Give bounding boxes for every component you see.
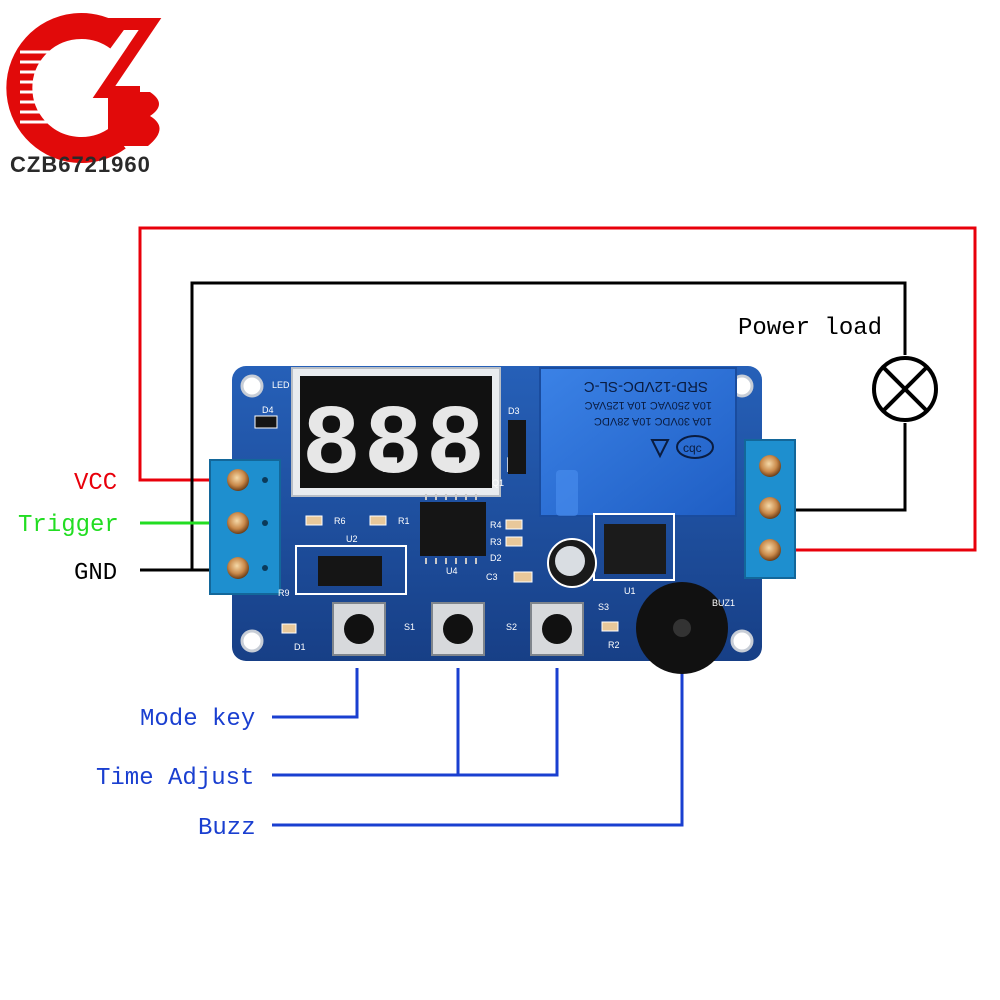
silk-label: U1 bbox=[624, 586, 636, 596]
power-transistor bbox=[593, 513, 675, 581]
relay-rating-ac: 10A 250VAC 10A 125VAC bbox=[585, 399, 712, 411]
electrolytic-capacitor bbox=[547, 538, 597, 588]
silk-label: Q1 bbox=[492, 478, 504, 488]
optocoupler bbox=[295, 545, 407, 595]
relay-model: SRD-12VDC-SL-C bbox=[584, 378, 708, 395]
power-load-lamp-icon bbox=[872, 356, 938, 422]
buzz-callout bbox=[272, 672, 684, 827]
silk-label: LED bbox=[272, 380, 290, 390]
time-adjust-callout bbox=[272, 668, 559, 777]
silk-label: R2 bbox=[608, 640, 620, 650]
silk-label: S3 bbox=[598, 602, 609, 612]
brand-logo: CZB6721960 bbox=[6, 13, 162, 177]
relay-timer-board: 8. 8. 8. SRD-12VDC-SL-C 10A 250VAC 10A 1… bbox=[209, 366, 796, 674]
power-load-label: Power load bbox=[738, 315, 882, 342]
silk-label: D2 bbox=[490, 553, 502, 563]
silk-label: S1 bbox=[404, 622, 415, 632]
silk-label: R6 bbox=[334, 516, 346, 526]
mode-key-label: Mode key bbox=[140, 706, 255, 733]
silk-label: R4 bbox=[490, 520, 502, 530]
mode-key-callout bbox=[272, 668, 359, 719]
time-adjust-button-s3[interactable] bbox=[530, 602, 584, 656]
mount-hole bbox=[730, 629, 754, 653]
mode-key-button[interactable] bbox=[332, 602, 386, 656]
silk-label: R9 bbox=[278, 588, 290, 598]
seven-segment-display: 8. 8. 8. bbox=[291, 367, 544, 502]
gnd-label: GND bbox=[74, 560, 117, 587]
vcc-wire bbox=[138, 226, 977, 552]
relay-module: SRD-12VDC-SL-C 10A 250VAC 10A 125VAC 10A… bbox=[539, 367, 737, 517]
buzzer-icon bbox=[636, 582, 728, 674]
input-terminal-block bbox=[209, 459, 281, 595]
silk-label: C3 bbox=[486, 572, 498, 582]
silk-label: D3 bbox=[508, 406, 520, 416]
buzz-label: Buzz bbox=[198, 815, 256, 842]
wires bbox=[138, 226, 977, 827]
silk-label: R1 bbox=[398, 516, 410, 526]
time-adjust-label: Time Adjust bbox=[96, 765, 254, 792]
relay-rating-dc: 10A 30VDC 10A 28VDC bbox=[594, 415, 712, 427]
microcontroller-chip bbox=[420, 494, 486, 564]
silk-label: D1 bbox=[294, 642, 306, 652]
mount-hole bbox=[240, 629, 264, 653]
vcc-label: VCC bbox=[74, 470, 117, 497]
silk-label: R3 bbox=[490, 537, 502, 547]
display-digit: 8. bbox=[302, 391, 420, 502]
mount-hole bbox=[240, 374, 264, 398]
silk-label: D4 bbox=[262, 405, 274, 415]
display-digit: 8. bbox=[364, 391, 482, 502]
silk-label: U4 bbox=[446, 566, 458, 576]
load-return-wire bbox=[780, 423, 907, 512]
relay-brand: cqc bbox=[683, 441, 702, 455]
silk-label: S2 bbox=[506, 622, 517, 632]
logo-text: CZB6721960 bbox=[10, 152, 151, 177]
trigger-label: Trigger bbox=[18, 512, 119, 539]
silk-label: U2 bbox=[346, 534, 358, 544]
output-terminal-block bbox=[744, 439, 796, 579]
time-adjust-button-s2[interactable] bbox=[431, 602, 485, 656]
silk-label: BUZ1 bbox=[712, 598, 735, 608]
